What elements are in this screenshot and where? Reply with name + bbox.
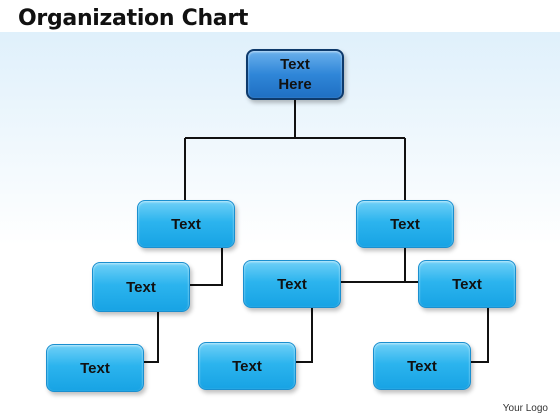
node-left-level4[interactable]: Text (46, 344, 144, 392)
connector-leftmid-to-leftlvl3 (190, 248, 223, 286)
node-center-level4[interactable]: Text (198, 342, 296, 390)
node-right-level4[interactable]: Text (373, 342, 471, 390)
connector-centerlvl3-to-centerlvl4 (296, 308, 313, 363)
page-title: Organization Chart (18, 6, 249, 31)
node-right-level3[interactable]: Text (418, 260, 516, 308)
node-center-level3[interactable]: Text (243, 260, 341, 308)
connector-rightlvl3-to-rightlvl4 (471, 308, 489, 363)
logo-text: Your Logo (502, 403, 548, 414)
node-right-mid[interactable]: Text (356, 200, 454, 248)
node-left-level3[interactable]: Text (92, 262, 190, 312)
node-left-mid[interactable]: Text (137, 200, 235, 248)
connector-leftlvl3-to-leftlvl4 (144, 312, 159, 363)
node-root[interactable]: Text Here (246, 49, 344, 100)
